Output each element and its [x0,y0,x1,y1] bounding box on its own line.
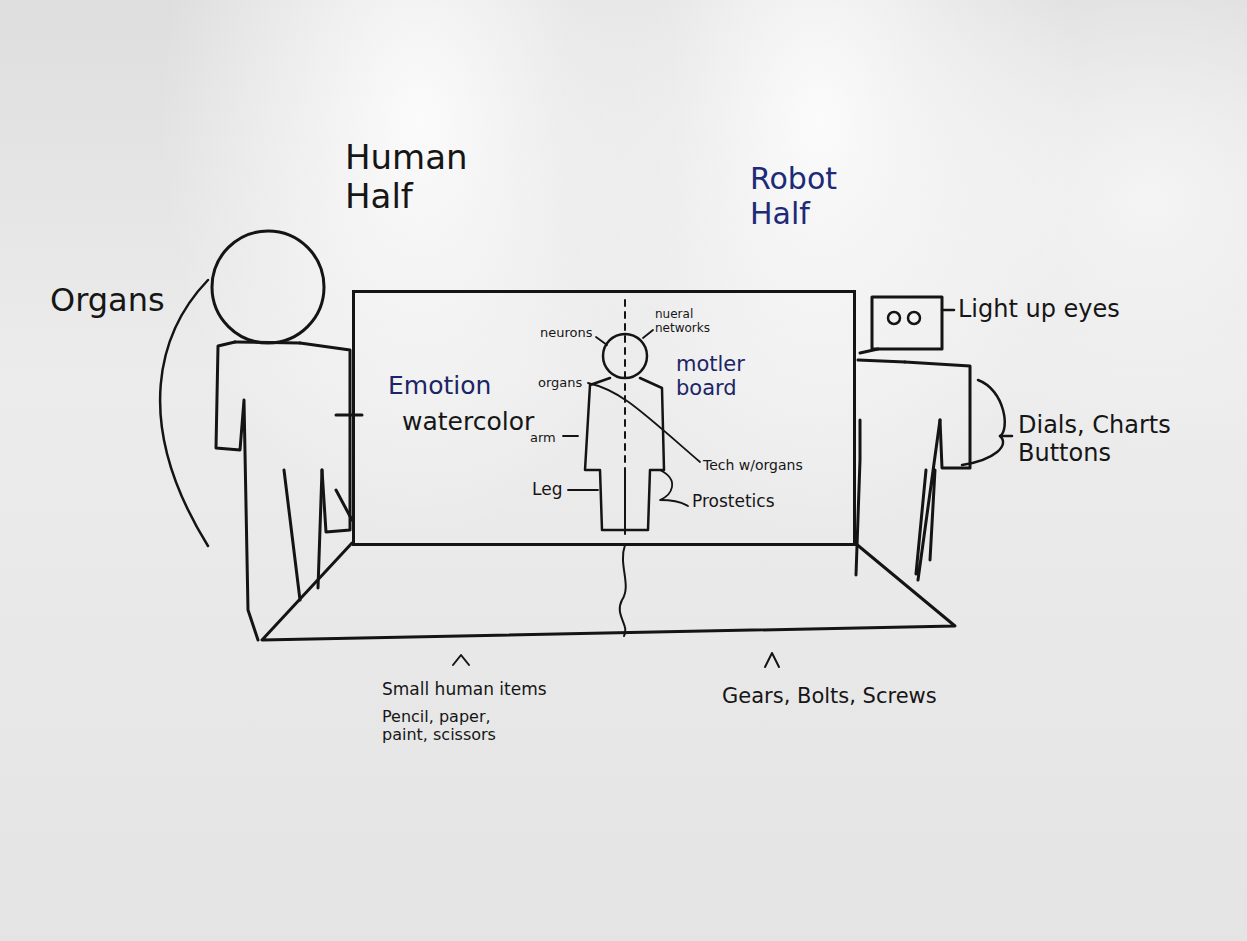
callout-label: Small human items [382,680,547,700]
text-slot: nueral networks [655,308,725,336]
text-slot: Pencil, paper, paint, scissors [382,708,532,745]
callout-label: Organs [50,282,165,319]
text-slot: neurons [540,322,610,341]
text-slot: Gears, Bolts, Screws [722,684,972,708]
text-slot: Organs [50,282,210,319]
section-heading: Robot Half [750,162,860,231]
part-label: organs [538,376,582,391]
callout-label: Pencil, paper, paint, scissors [382,708,532,745]
theme-label: Emotion [388,372,491,401]
theme-label: watercolor [402,408,534,437]
part-label: Prostetics [692,492,775,512]
text-slot: arm [530,427,570,446]
text-slot: motler board [676,352,771,400]
text-slot: Robot Half [750,162,860,231]
callout-label: Dials, Charts Buttons [1018,412,1223,467]
section-heading: Human Half [345,138,475,216]
text-slot: Prostetics [692,492,832,512]
text-slot: Light up eyes [958,296,1188,324]
part-label: neurons [540,326,593,341]
theme-label: motler board [676,352,771,400]
text-slot: Tech w/organs [703,455,843,474]
text-slot: Small human items [382,680,582,700]
callout-label: Light up eyes [958,296,1120,324]
part-label: Tech w/organs [703,457,803,473]
text-slot: organs [538,372,598,391]
display-board: Emotion watercolor neurons nueral networks o… [352,290,856,546]
part-label: nueral networks [655,308,725,336]
text-slot: Emotion [388,372,548,401]
part-label: arm [530,431,556,446]
callout-label: Gears, Bolts, Screws [722,684,937,708]
text-slot: Leg [532,480,572,500]
text-slot: Dials, Charts Buttons [1018,412,1223,467]
text-slot: Human Half [345,138,475,216]
part-label: Leg [532,480,562,500]
